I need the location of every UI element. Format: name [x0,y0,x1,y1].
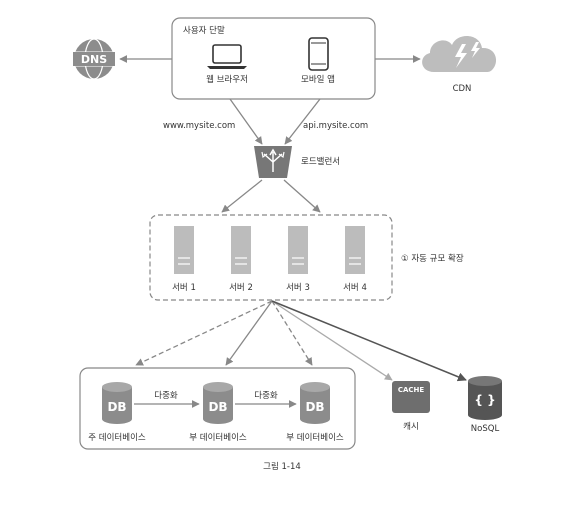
client-box-title: 사용자 단말 [183,25,225,36]
server-icon [288,226,308,274]
replica-db-1: DB 부 데이터베이스 [189,382,247,443]
primary-db: DB 주 데이터베이스 [88,382,146,443]
web-domain-label: www.mysite.com [163,121,235,131]
cache-icon-text: CACHE [398,386,425,394]
replication-label-2: 다중화 [254,391,278,401]
lb-to-servers-left-arrow [221,179,263,213]
dns-globe-icon: DNS [73,38,115,80]
servers-to-primary-db-arrow [135,300,273,366]
nosql-label: NoSQL [471,424,500,434]
servers-to-replica2-db-arrow [271,300,313,366]
replica2-db-label: 부 데이터베이스 [286,432,344,443]
server-3: 서버 3 [286,226,310,293]
replica-db-2: DB 부 데이터베이스 [286,382,344,443]
api-to-lb-arrow [284,98,321,145]
database-box: DB 주 데이터베이스 DB 부 데이터베이스 DB 부 데이터베이스 [79,367,356,450]
database-icon: DB [102,382,132,424]
server-2: 서버 2 [229,226,253,293]
server-1: 서버 1 [172,226,196,293]
servers-to-nosql-arrow [271,300,467,382]
dns-text: DNS [81,53,107,66]
cdn-label: CDN [453,84,472,94]
db-text: DB [305,400,324,414]
server-icon [345,226,365,274]
servers-to-replica1-db-arrow [225,300,273,366]
server-label: 서버 3 [286,282,310,293]
api-domain-label: api.mysite.com [303,121,368,131]
db-text: DB [107,400,126,414]
lb-to-servers-right-arrow [283,179,321,213]
server-icon [174,226,194,274]
server-icon [231,226,251,274]
replica1-db-label: 부 데이터베이스 [189,432,247,443]
nosql-database-icon: { } [468,376,502,420]
server-label: 서버 2 [229,282,253,293]
mobile-phone-icon [308,37,329,71]
cdn-cloud-icon [422,35,497,72]
web-to-lb-arrow [229,98,263,145]
database-icon: DB [203,382,233,424]
server-label: 서버 4 [343,282,367,293]
cache-label: 캐시 [403,422,419,432]
replication-label-1: 다중화 [154,391,178,401]
server-4: 서버 4 [343,226,367,293]
db-text: DB [208,400,227,414]
autoscale-label: ① 자동 규모 확장 [401,253,464,264]
web-browser-label: 웹 브라우저 [206,75,248,85]
laptop-icon [207,44,247,69]
server-label: 서버 1 [172,282,196,293]
load-balancer-icon [254,146,292,178]
primary-db-label: 주 데이터베이스 [88,432,146,443]
mobile-app-label: 모바일 앱 [301,74,335,85]
client-box: 사용자 단말 웹 브라우저 모바일 앱 [171,17,376,100]
servers-to-cache-arrow [271,300,393,381]
figure-caption: 그림 1-14 [263,461,301,472]
load-balancer-label: 로드밸런서 [301,156,340,167]
cache-icon: CACHE [392,381,430,413]
database-icon: DB [300,382,330,424]
nosql-icon-text: { } [474,393,495,407]
server-group: 서버 1 서버 2 서버 3 서버 4 [149,214,393,301]
